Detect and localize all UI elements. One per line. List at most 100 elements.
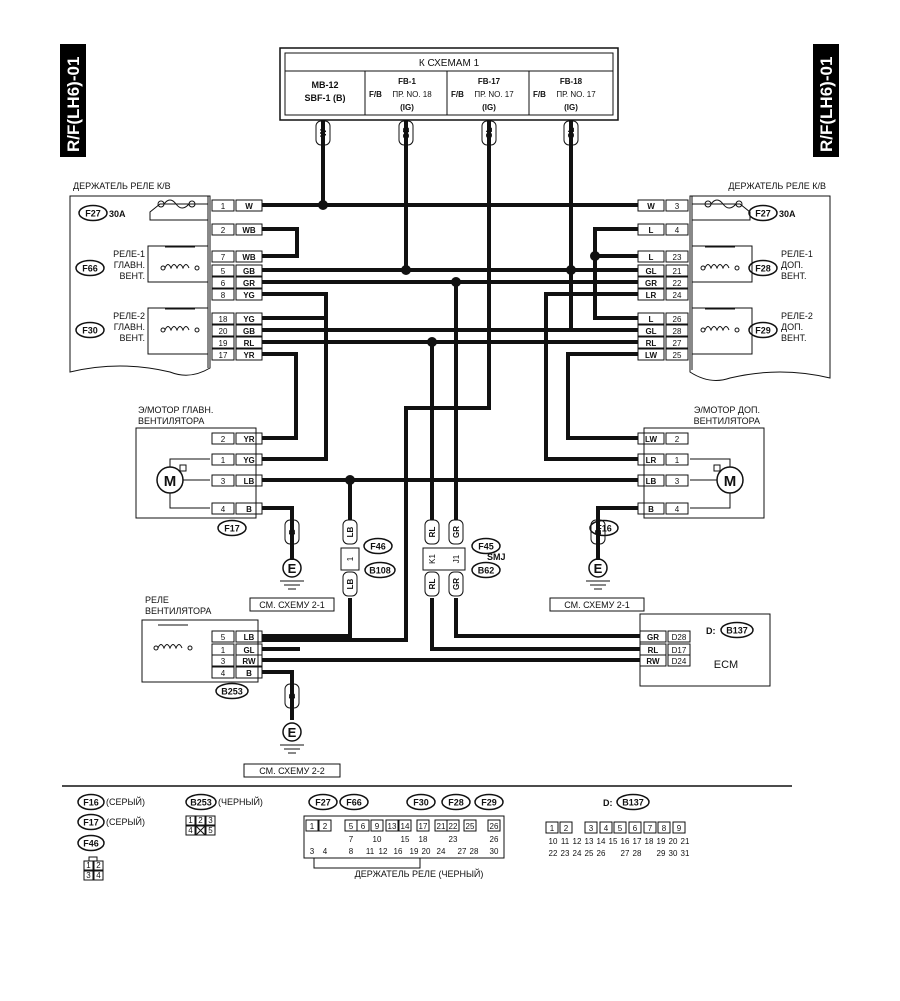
legend-ecm-r1-6: 6 <box>633 824 638 833</box>
legend-holder-r1-21: 21 <box>437 822 446 831</box>
conn-f28: F28 <box>748 259 778 277</box>
relay2-sub-symbol <box>691 307 753 355</box>
holder-right-pin-23-pin: 23 <box>673 253 682 262</box>
side-tag-left-text: R/F(LH6)-01 <box>64 57 83 152</box>
relay1-sub-name-2: ВЕНТ. <box>781 271 807 281</box>
legend-holder-r3-16: 16 <box>394 847 403 856</box>
ground-main-ref: СМ. СХЕМУ 2-1 <box>259 600 325 610</box>
fan-relay-pin-4-wire: B <box>246 669 252 678</box>
legend-holder-r1-26: 26 <box>490 822 499 831</box>
holder-right-pin-3-wire: W <box>647 202 655 211</box>
top-wire-label-1-text: GB <box>402 127 411 139</box>
relay2-main-name-1: ГЛАВН. <box>114 322 145 332</box>
legend-holder-f27-text: F27 <box>315 798 331 808</box>
conn-f46-text: F46 <box>370 542 386 552</box>
main-motor-pin-1-pin: 1 <box>221 456 226 465</box>
legend-f46-grid-cell: 2 <box>96 861 101 870</box>
top-wire-label-3: GL <box>563 120 579 146</box>
top-wire-label-2: GL <box>481 120 497 146</box>
relay2-sub-name-1: ДОП. <box>781 322 803 332</box>
legend-ecm-r3-24: 24 <box>573 849 582 858</box>
legend-holder-f27: F27 <box>308 793 338 811</box>
legend-holder-r1-5: 5 <box>349 822 354 831</box>
holder-right-pin-28-pin: 28 <box>673 327 682 336</box>
relay1-sub-name-0: РЕЛЕ-1 <box>781 249 813 259</box>
legend-b253-color: (ЧЕРНЫЙ) <box>218 796 263 807</box>
legend-b253: B253 <box>185 793 217 811</box>
legend-holder-r1-9: 9 <box>375 822 380 831</box>
conn-f29: F29 <box>748 321 778 339</box>
main-motor-title-2: ВЕНТИЛЯТОРА <box>138 416 204 426</box>
fuse-left <box>149 199 208 221</box>
legend-holder-f30-text: F30 <box>413 798 429 808</box>
f46-bottom-wire-label-text: LB <box>346 578 355 589</box>
ground-relay <box>243 722 341 778</box>
holder-left-pin-17-wire: YR <box>243 351 254 360</box>
legend-ecm-r1-5: 5 <box>618 824 623 833</box>
sbf1-label: SBF-1 (B) <box>305 93 346 103</box>
holder-right-pin-21-wire: GL <box>645 267 656 276</box>
f46-top-wire-label: LB <box>342 519 358 545</box>
main-motor-pin-2-pin: 2 <box>221 435 226 444</box>
fb1-fb: F/B <box>369 90 382 99</box>
holder-left-pin-20-wire: GB <box>243 327 255 336</box>
conn-f46: F46 <box>363 537 393 555</box>
holder-right-pin-27-wire: RL <box>646 339 657 348</box>
conn-f17: F17 <box>217 519 247 537</box>
fuse-right <box>692 199 751 221</box>
conn-b253: B253 <box>215 682 249 700</box>
legend-holder-r2-7: 7 <box>349 835 354 844</box>
conn-f16: F16 <box>589 519 619 537</box>
relay1-main-symbol <box>147 245 209 283</box>
legend-b253-grid-cell: 3 <box>208 816 213 825</box>
legend-ecm-r1-7: 7 <box>648 824 653 833</box>
conn-f66-text: F66 <box>82 264 98 274</box>
conn-f27-left: F27 <box>78 204 108 222</box>
holder-left-pin-5-pin: 5 <box>221 267 226 276</box>
fb1-name: FB-1 <box>398 77 416 86</box>
fan-relay-title-2: ВЕНТИЛЯТОРА <box>145 606 211 616</box>
legend-ecm-r1-1: 1 <box>550 824 555 833</box>
fan-relay-pin-5-pin: 5 <box>221 633 226 642</box>
legend-holder-f66-text: F66 <box>346 798 362 808</box>
holder-left-pin-6-pin: 6 <box>221 279 226 288</box>
legend-f46-grid-cell: 4 <box>96 871 101 880</box>
f46-pin-label: 1 <box>346 556 355 561</box>
fb17-line2: ПР. NO. 17 <box>474 90 514 99</box>
main-motor-pin-2-wire: YR <box>243 435 254 444</box>
fan-relay-pin-5-wire: LB <box>244 633 255 642</box>
side-tag-right: R/F(LH6)-01 <box>813 44 839 157</box>
holder-right-pin-4-pin: 4 <box>675 226 680 235</box>
legend-ecm-r3-22: 22 <box>549 849 558 858</box>
ground-main-wire-label: B <box>284 519 300 545</box>
top-wire-label-3-text: GL <box>567 127 576 138</box>
conn-f28-text: F28 <box>755 264 771 274</box>
legend-holder-caption: ДЕРЖАТЕЛЬ РЕЛЕ (ЧЕРНЫЙ) <box>355 868 484 879</box>
fb18-ig: (IG) <box>564 103 578 112</box>
legend-d-prefix: D: <box>603 798 613 808</box>
fan-relay-pin-1-pin: 1 <box>221 646 226 655</box>
holder-right-pin-28-wire: GL <box>645 327 656 336</box>
fb18-name: FB-18 <box>560 77 583 86</box>
holder-right-pin-24-pin: 24 <box>673 291 682 300</box>
legend-ecm-r3-31: 31 <box>681 849 690 858</box>
legend-ecm-r2-15: 15 <box>609 837 618 846</box>
holder-right-pin-26-wire: L <box>649 315 654 324</box>
sub-motor-pin-3-wire: LB <box>646 477 657 486</box>
fb17-fb: F/B <box>451 90 464 99</box>
conn-f27-right: F27 <box>748 204 778 222</box>
legend-holder-r2-18: 18 <box>419 835 428 844</box>
smj-bottom-gr-label-text: GR <box>452 578 461 590</box>
fb18-fb: F/B <box>533 90 546 99</box>
legend-holder-f66: F66 <box>339 793 369 811</box>
legend-ecm-r1-8: 8 <box>662 824 667 833</box>
